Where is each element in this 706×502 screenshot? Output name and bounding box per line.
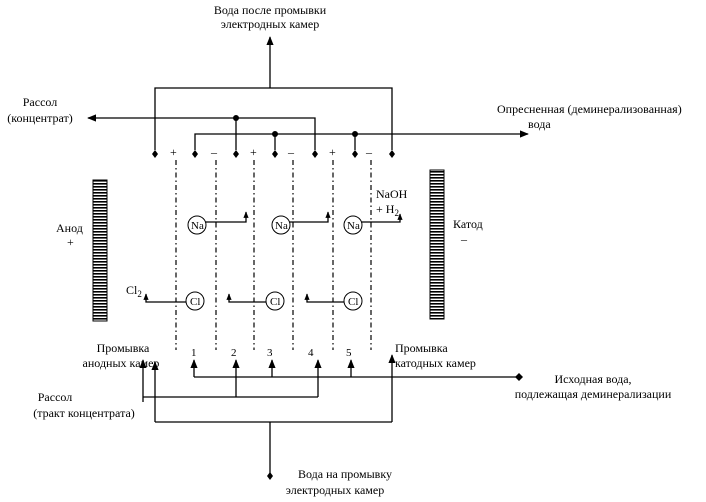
anode-sign: + — [67, 235, 74, 249]
svg-text:–: – — [210, 145, 218, 159]
cathode-electrode — [429, 169, 445, 320]
svg-text:+: + — [329, 145, 336, 159]
bottom-pipes — [139, 354, 523, 480]
chamber-numbers: 1 2 3 4 5 — [191, 347, 352, 359]
chamber-number-3: 3 — [267, 347, 273, 359]
svg-text:–: – — [287, 145, 295, 159]
cl-ion-1: Cl — [190, 296, 200, 308]
desalinated-water-label-2: вода — [528, 117, 551, 131]
cathode-rinse-label: Промывка — [395, 341, 448, 355]
polarity-signs: + – + – + – — [170, 145, 373, 159]
anode-electrode — [92, 179, 108, 322]
cathode-rinse-label-2: катодных камер — [395, 356, 476, 370]
cl2-label: Cl2 — [126, 283, 142, 299]
naoh-label: NaOH — [376, 187, 408, 201]
brine-outlet-label-2: (концентрат) — [7, 111, 72, 125]
water-after-rinse-label-2: электродных камер — [221, 17, 319, 31]
na-ion-1: Na — [191, 220, 204, 232]
rinse-water-label-2: электродных камер — [286, 483, 384, 497]
cl-ions: Cl Cl Cl — [143, 291, 363, 311]
anode-rinse-label-2: анодных камер — [83, 356, 160, 370]
chamber-number-5: 5 — [346, 347, 352, 359]
top-pipes — [87, 36, 529, 158]
na-ions: Na Na Na — [187, 211, 403, 235]
chamber-number-2: 2 — [231, 347, 237, 359]
svg-text:–: – — [365, 145, 373, 159]
brine-inlet-label-2: (тракт концентрата) — [33, 406, 135, 420]
cathode-sign: – — [460, 232, 468, 246]
source-water-label-2: подлежащая деминерализации — [515, 387, 672, 401]
anode-rinse-label: Промывка — [97, 341, 150, 355]
chamber-number-4: 4 — [308, 347, 314, 359]
cl-ion-3: Cl — [348, 296, 358, 308]
anode-label: Анод — [56, 221, 83, 235]
na-ion-2: Na — [275, 220, 288, 232]
brine-inlet-label: Рассол — [38, 390, 72, 404]
cl-ion-2: Cl — [270, 296, 280, 308]
desalinated-water-label: Опресненная (деминерализованная) — [497, 102, 682, 116]
svg-text:+: + — [170, 145, 177, 159]
cathode-label: Катод — [453, 217, 483, 231]
source-water-label: Исходная вода, — [554, 372, 631, 386]
rinse-water-label: Вода на промывку — [298, 467, 392, 481]
svg-text:+: + — [250, 145, 257, 159]
membranes — [175, 160, 372, 350]
brine-outlet-label: Рассол — [23, 95, 57, 109]
h2-label: + H2 — [376, 202, 399, 218]
water-after-rinse-label: Вода после промывки — [214, 3, 327, 17]
chamber-number-1: 1 — [191, 347, 197, 359]
na-ion-3: Na — [347, 220, 360, 232]
